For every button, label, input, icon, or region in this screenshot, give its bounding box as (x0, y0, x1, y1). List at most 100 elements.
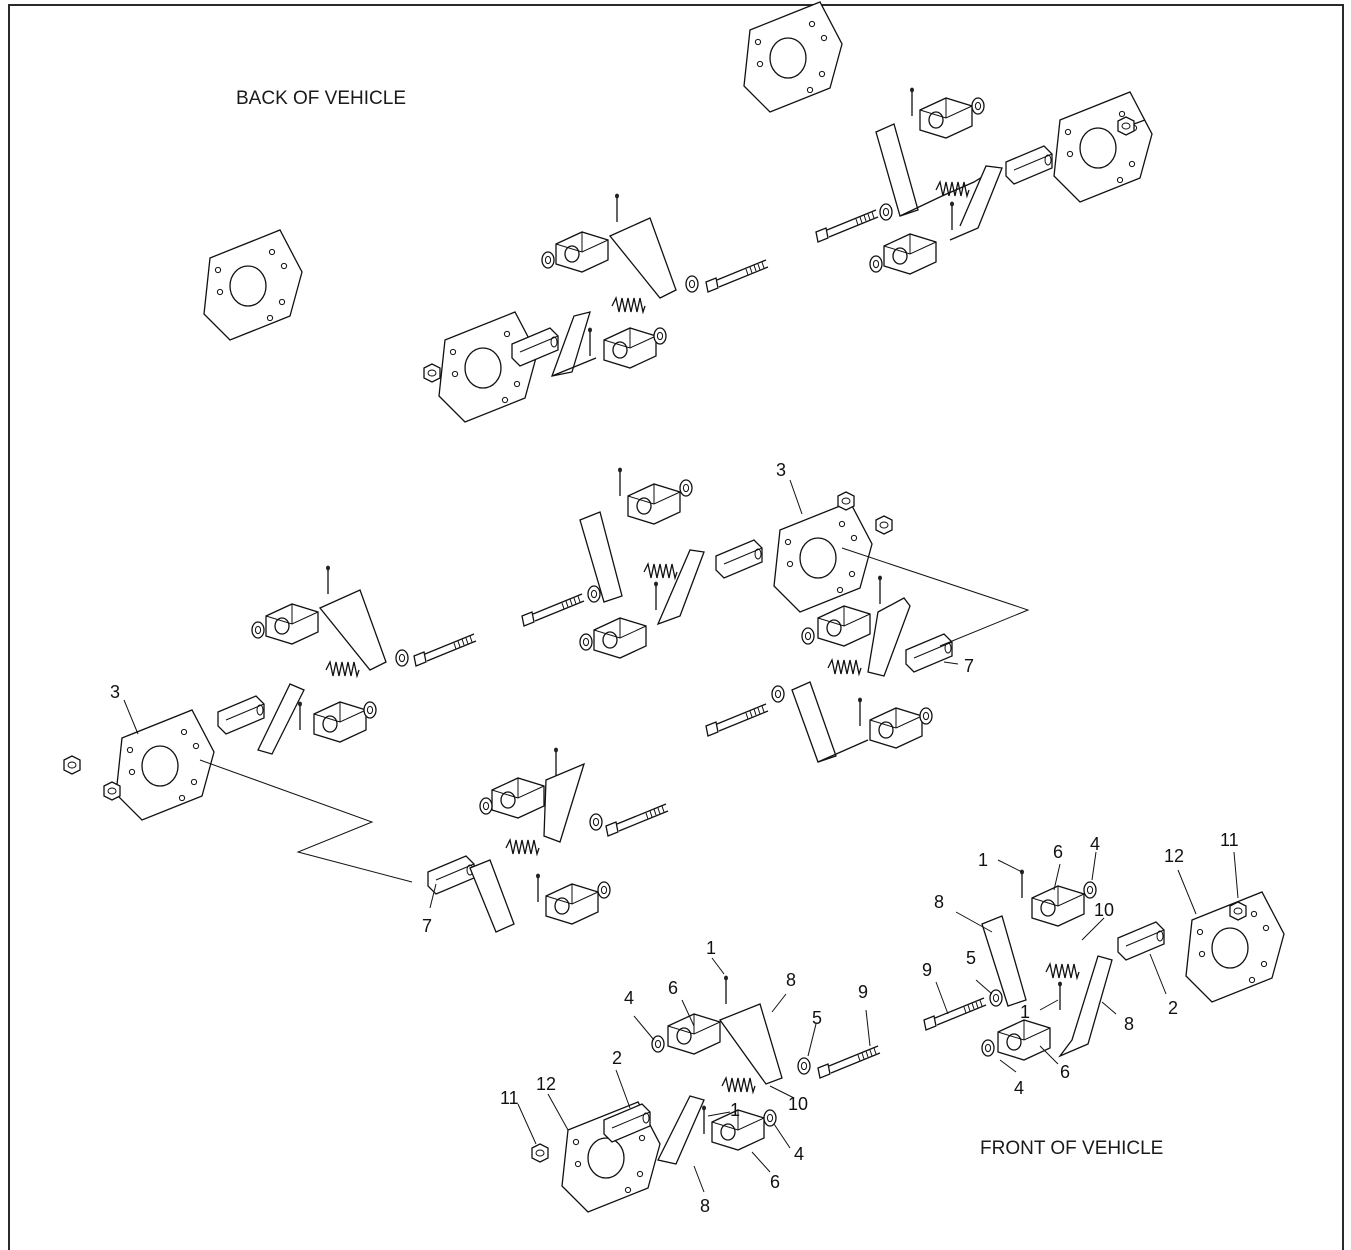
pin (877, 574, 883, 605)
callout-number: 1 (978, 850, 988, 870)
pin (587, 326, 593, 357)
callout-number: 4 (794, 1144, 804, 1164)
callout-number: 4 (1014, 1078, 1024, 1098)
washer (797, 1057, 811, 1075)
pin (723, 974, 729, 1005)
hex-nut (423, 363, 441, 383)
bolt (705, 259, 769, 293)
callout-number: 5 (812, 1008, 822, 1028)
callout-number: 10 (788, 1094, 808, 1114)
spacer (715, 539, 763, 579)
cap-block (667, 1013, 721, 1055)
hex-nut (1229, 901, 1247, 921)
washer (479, 797, 493, 815)
pin (857, 696, 863, 727)
washer (869, 255, 883, 273)
cap-block (997, 1019, 1051, 1061)
washer (597, 881, 611, 899)
washer (801, 627, 815, 645)
callout-number: 6 (1060, 1062, 1070, 1082)
washer (651, 1035, 665, 1053)
spacer (1117, 921, 1165, 961)
callout-number: 8 (700, 1196, 710, 1216)
hex-nut (837, 491, 855, 511)
spacer (1005, 145, 1053, 185)
washer (395, 649, 409, 667)
spring (325, 661, 360, 677)
hex-nut (875, 515, 893, 535)
bracket-plate (115, 709, 215, 821)
washer (363, 701, 377, 719)
bracket-plate (743, 1, 843, 113)
bolt (705, 703, 769, 737)
pin (614, 192, 620, 223)
washer (251, 621, 265, 639)
washer (989, 989, 1003, 1007)
callout-number: 6 (668, 978, 678, 998)
bolt (815, 209, 879, 243)
washer (771, 685, 785, 703)
callout-number: 1 (1020, 1002, 1030, 1022)
washer (1083, 881, 1097, 899)
callout-number: 11 (500, 1088, 519, 1108)
spring (935, 181, 970, 197)
callout-number: 1 (706, 938, 716, 958)
spacer (905, 633, 953, 673)
washer (763, 1109, 777, 1127)
pin (909, 86, 915, 117)
cap-block (1031, 885, 1085, 927)
cap-block (593, 617, 647, 659)
diagram-frame (8, 4, 1344, 1250)
callout-number: 5 (966, 948, 976, 968)
callout-number: 10 (1094, 900, 1114, 920)
callout-number: 1 (730, 1100, 740, 1120)
spring (721, 1077, 756, 1093)
washer (579, 633, 593, 651)
callout-number: 4 (624, 988, 634, 1008)
callout-number: 7 (422, 916, 432, 936)
callout-leaders (123, 479, 1239, 1193)
bracket-plate (438, 311, 538, 423)
cap-block (313, 701, 367, 743)
washer (589, 813, 603, 831)
pin (617, 466, 623, 497)
washer (679, 479, 693, 497)
cap-block (545, 883, 599, 925)
cap-block (627, 483, 681, 525)
cap-block (919, 97, 973, 139)
bracket-plate (203, 229, 303, 341)
callout-number: 3 (110, 682, 120, 702)
callout-numbers: 3 3 7 7 1 6 4 12 11 8 10 9 5 1 8 2 4 6 1… (110, 460, 1239, 1216)
back-of-vehicle-label: BACK OF VEHICLE (236, 88, 406, 109)
hex-nut (1117, 116, 1135, 136)
callout-number: 9 (858, 982, 868, 1002)
callout-number: 12 (1164, 846, 1184, 866)
pin (653, 580, 659, 611)
bolt (817, 1045, 881, 1079)
hex-nut (103, 781, 121, 801)
pin (553, 746, 559, 777)
callout-number: 6 (1053, 842, 1063, 862)
cap-block (883, 233, 937, 275)
washer (685, 275, 699, 293)
callout-number: 8 (1124, 1014, 1134, 1034)
pin (535, 872, 541, 903)
front-of-vehicle-label: FRONT OF VEHICLE (980, 1138, 1164, 1159)
callout-number: 2 (612, 1048, 622, 1068)
callout-number: 6 (770, 1172, 780, 1192)
hex-nut (531, 1143, 549, 1163)
callout-number: 11 (1220, 830, 1239, 850)
pin (949, 200, 955, 231)
bracket-plate (1053, 91, 1153, 203)
bolt (923, 997, 987, 1031)
callout-number: 3 (776, 460, 786, 480)
pin (297, 700, 303, 731)
pin (1019, 868, 1025, 899)
spring (1045, 963, 1080, 979)
spring (643, 563, 678, 579)
cap-block (603, 327, 657, 369)
washer (879, 203, 893, 221)
washer (981, 1039, 995, 1057)
callout-number: 9 (922, 960, 932, 980)
